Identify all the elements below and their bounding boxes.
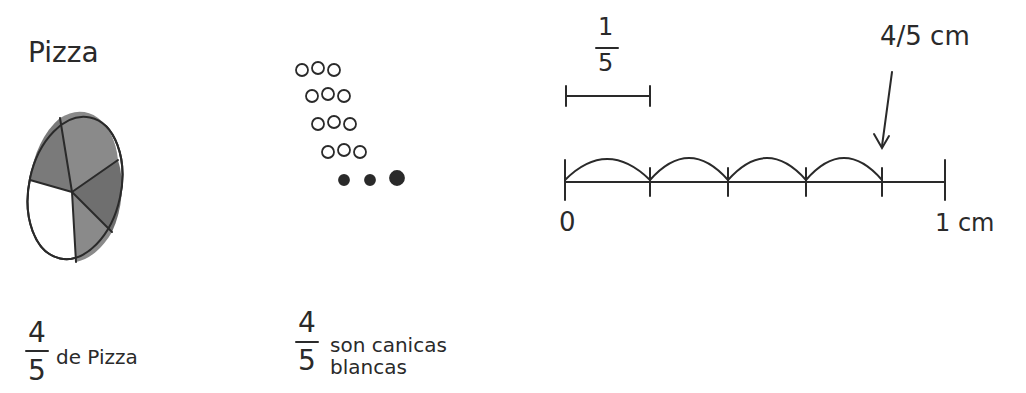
number-line	[565, 72, 945, 200]
fraction-bar	[296, 341, 318, 343]
axis-label: 0	[559, 208, 576, 237]
fraction-denominator: 5	[598, 50, 613, 76]
leader-arrow	[882, 72, 892, 146]
fraction-caption: son canicas blancas	[330, 334, 470, 378]
marbles	[296, 62, 404, 185]
measure-label: 4/5 cm	[880, 22, 970, 51]
fraction-denominator: 5	[298, 346, 316, 377]
fraction-caption: de Pizza	[56, 346, 138, 368]
pizza-drawing	[15, 108, 135, 268]
fraction-denominator: 5	[28, 356, 46, 387]
fraction-bar	[26, 350, 48, 352]
fraction-numerator: 4	[298, 308, 316, 339]
fraction-numerator: 1	[598, 14, 613, 40]
axis-label: 1 cm	[935, 210, 994, 236]
heading-label: Pizza	[28, 38, 99, 69]
fraction-bar	[596, 47, 618, 49]
fraction-numerator: 4	[28, 318, 46, 349]
